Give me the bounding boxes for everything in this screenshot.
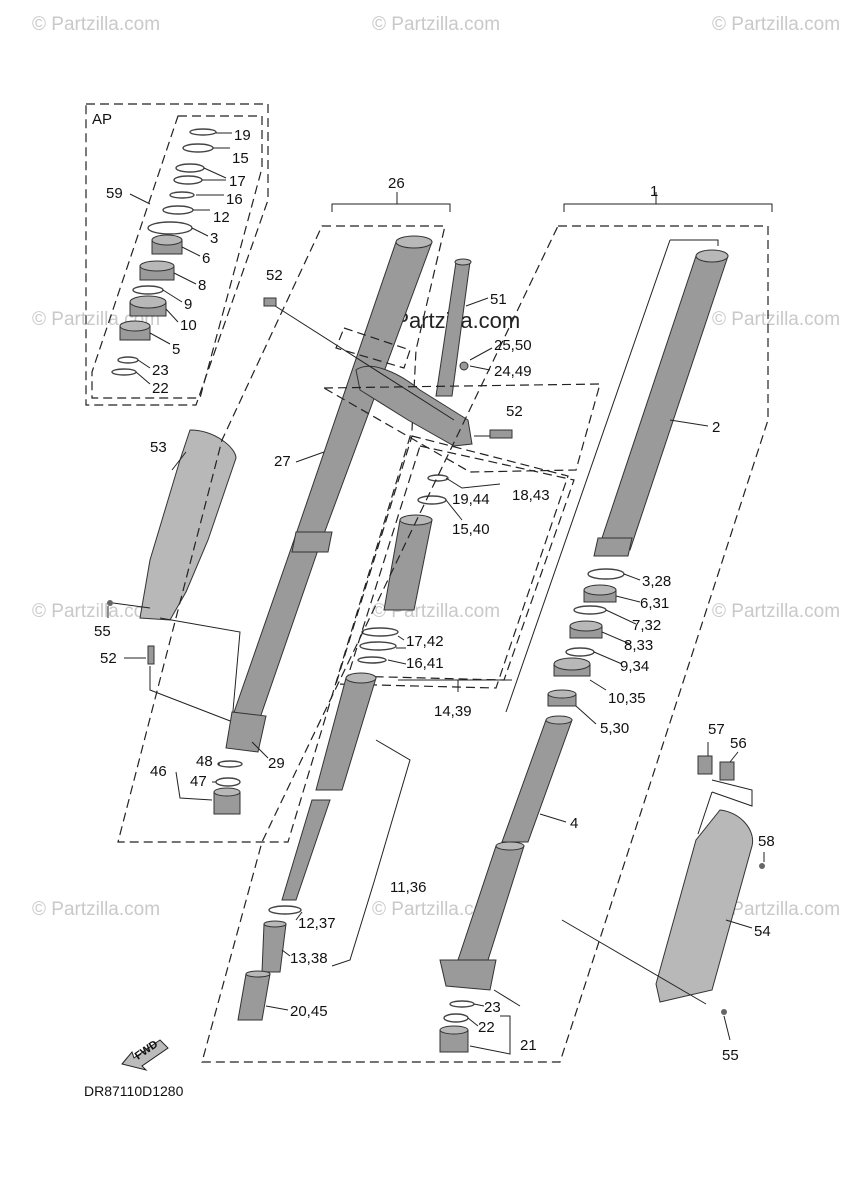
callout-10: 10 (180, 317, 197, 334)
callout-2: 2 (712, 419, 720, 436)
callout-1: 1 (650, 183, 658, 200)
callout-48: 48 (196, 753, 213, 770)
callout-26: 26 (388, 175, 405, 192)
callout-47: 47 (190, 773, 207, 790)
callout-9: 9 (184, 296, 192, 313)
fwd-arrow-icon: FWD (121, 1038, 169, 1071)
callout-12: 12 (213, 209, 230, 226)
fork-guard-right: 54 55 57 56 58 (561, 721, 775, 1064)
callout-23a: 23 (152, 362, 169, 379)
callout-52c: 52 (506, 403, 523, 420)
callout-25-50: 25,50 (494, 337, 532, 354)
watermark: © Partzilla.com (712, 14, 840, 35)
callout-21: 21 (520, 1037, 537, 1054)
callout-17-42: 17,42 (406, 633, 444, 650)
callout-52a: 52 (100, 650, 117, 667)
watermark: © Partzilla.com (372, 899, 500, 920)
callout-55b: 55 (722, 1047, 739, 1064)
callout-15: 15 (232, 150, 249, 167)
callout-57: 57 (708, 721, 725, 738)
callout-16: 16 (226, 191, 243, 208)
callout-19-44: 19,44 (452, 491, 490, 508)
ap-kit-box: AP 19 15 17 16 12 3 6 8 9 10 (85, 103, 269, 406)
callout-55a: 55 (94, 623, 111, 640)
callout-14-39: 14,39 (434, 703, 472, 720)
diagram-code: DR87110D1280 (84, 1083, 184, 1099)
callout-29: 29 (268, 755, 285, 772)
watermark: © Partzilla.com (712, 309, 840, 330)
callout-5-30: 5,30 (600, 720, 629, 737)
callout-23b: 23 (484, 999, 501, 1016)
callout-10-35: 10,35 (608, 690, 646, 707)
watermark: © Partzilla.com (32, 899, 160, 920)
callout-6-31: 6,31 (640, 595, 669, 612)
watermarks: © Partzilla.com © Partzilla.com © Partzi… (32, 14, 840, 920)
damper-rod-assembly: 11,36 12,37 13,38 20,45 (237, 672, 426, 1021)
watermark: © Partzilla.com (32, 14, 160, 35)
callout-58: 58 (758, 833, 775, 850)
assembly-1: 1 2 3,28 6,31 7,32 8,33 9,34 10,35 5,30 … (201, 183, 773, 1063)
callout-5: 5 (172, 341, 180, 358)
watermark: © Partzilla.com (372, 14, 500, 35)
assembly-26: 26 51 27 29 52 52 25,50 24,49 (117, 175, 601, 843)
callout-56: 56 (730, 735, 747, 752)
callout-16-41: 16,41 (406, 655, 444, 672)
callout-17: 17 (229, 173, 246, 190)
callout-20-45: 20,45 (290, 1003, 328, 1020)
watermark: © Partzilla.com (712, 601, 840, 622)
callout-53: 53 (150, 439, 167, 456)
callout-24-49: 24,49 (494, 363, 532, 380)
callout-18-43: 18,43 (512, 487, 550, 504)
callout-51: 51 (490, 291, 507, 308)
callout-3: 3 (210, 230, 218, 247)
callout-22a: 22 (152, 380, 169, 397)
callout-59: 59 (106, 185, 123, 202)
callout-6: 6 (202, 250, 210, 267)
callout-15-40: 15,40 (452, 521, 490, 538)
callout-8-33: 8,33 (624, 637, 653, 654)
callout-13-38: 13,38 (290, 950, 328, 967)
callout-3-28: 3,28 (642, 573, 671, 590)
callout-19: 19 (234, 127, 251, 144)
fork-guard-left: 53 55 52 (94, 429, 241, 725)
watermark: © Partzilla.com (32, 601, 160, 622)
callout-46: 46 (150, 763, 167, 780)
callout-27: 27 (274, 453, 291, 470)
callout-9-34: 9,34 (620, 658, 649, 675)
ap-label: AP (92, 111, 112, 128)
callout-11-36: 11,36 (390, 879, 426, 896)
callout-12-37: 12,37 (298, 915, 336, 932)
callout-8: 8 (198, 277, 206, 294)
callout-54: 54 (754, 923, 771, 940)
callout-7-32: 7,32 (632, 617, 661, 634)
callout-22b: 22 (478, 1019, 495, 1036)
cartridge-assembly: 14,39 19,44 18,43 15,40 17,42 16,41 (335, 435, 575, 720)
callout-52b: 52 (266, 267, 283, 284)
callout-4: 4 (570, 815, 578, 832)
watermark: © Partzilla.com (712, 899, 840, 920)
